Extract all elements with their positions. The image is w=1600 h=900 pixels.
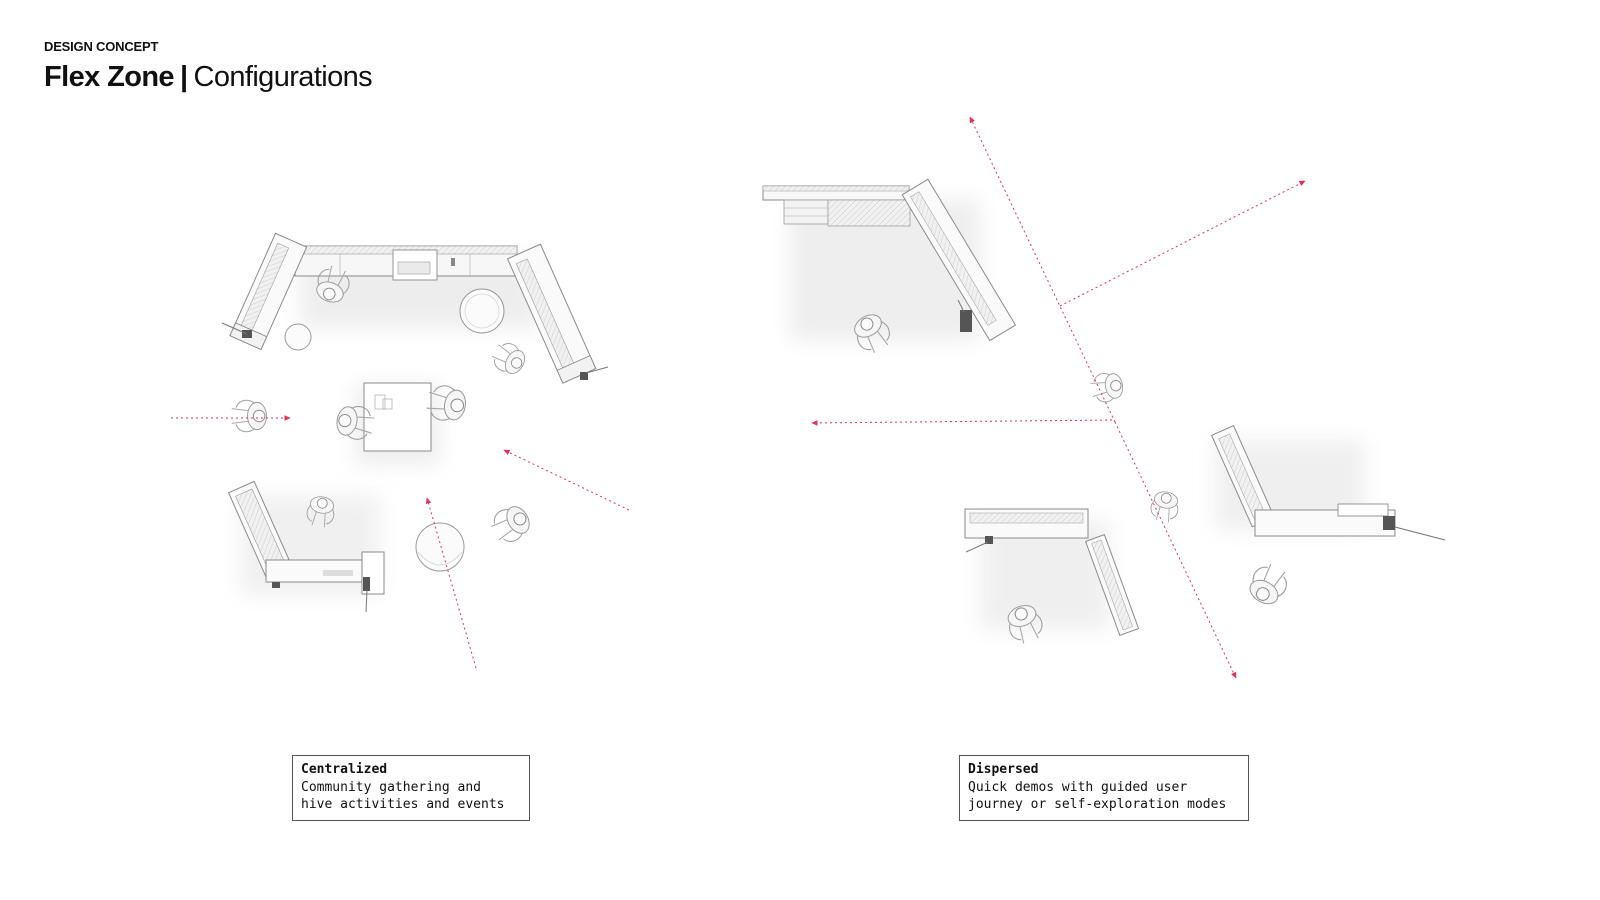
caption-line: Community gathering and	[301, 779, 521, 797]
caption-centralized: Centralized Community gathering and hive…	[292, 755, 530, 821]
caption-line: journey or self-exploration modes	[968, 796, 1240, 814]
caption-title: Centralized	[301, 761, 521, 779]
centralized-layout	[171, 233, 629, 668]
caption-title: Dispersed	[968, 761, 1240, 779]
wall-unit-top	[295, 246, 517, 280]
table-icon	[364, 383, 431, 451]
caption-line: Quick demos with guided user	[968, 779, 1240, 797]
dispersed-layout	[763, 117, 1445, 678]
caption-dispersed: Dispersed Quick demos with guided user j…	[959, 755, 1249, 821]
caption-line: hive activities and events	[301, 796, 521, 814]
